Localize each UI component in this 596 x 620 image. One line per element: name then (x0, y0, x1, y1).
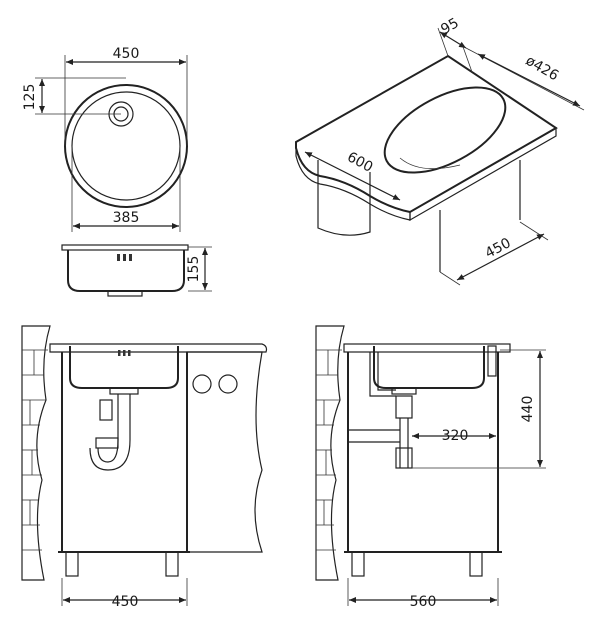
front-install-view: 450 (21, 325, 268, 610)
iso-view: 95 ø426 600 450 (295, 15, 585, 286)
dim-125: 125 (22, 84, 38, 111)
dim-450-top: 450 (113, 46, 140, 62)
sink-flange (61, 244, 189, 251)
dim-95: 95 (438, 15, 461, 38)
side-install-view: 440 320 560 (315, 325, 546, 610)
dim-line-95 (439, 31, 467, 49)
drain-pipe (348, 429, 400, 443)
siphon-trap (89, 394, 131, 471)
countertop-front (49, 343, 268, 353)
brick-wall-left (21, 325, 51, 581)
dim-450-front: 450 (112, 594, 139, 610)
drain-outlet (107, 290, 143, 297)
dim-155: 155 (186, 256, 202, 283)
brick-wall-right (315, 325, 345, 581)
dim-line-600 (304, 151, 401, 201)
sink-bowl-inner (71, 91, 181, 201)
countertop-surface (295, 54, 558, 214)
dim-440: 440 (520, 396, 536, 423)
countertop-side (343, 343, 511, 353)
sink-bowl-side (373, 346, 485, 389)
dim-560: 560 (410, 594, 437, 610)
dim-320: 320 (442, 428, 469, 444)
dim-line-426 (477, 53, 581, 107)
dim-600: 600 (344, 149, 375, 176)
dim-line-450-iso (456, 233, 545, 281)
top-view: 450 125 385 (22, 46, 188, 232)
dim-385: 385 (113, 210, 140, 226)
side-view: 155 (61, 244, 212, 297)
